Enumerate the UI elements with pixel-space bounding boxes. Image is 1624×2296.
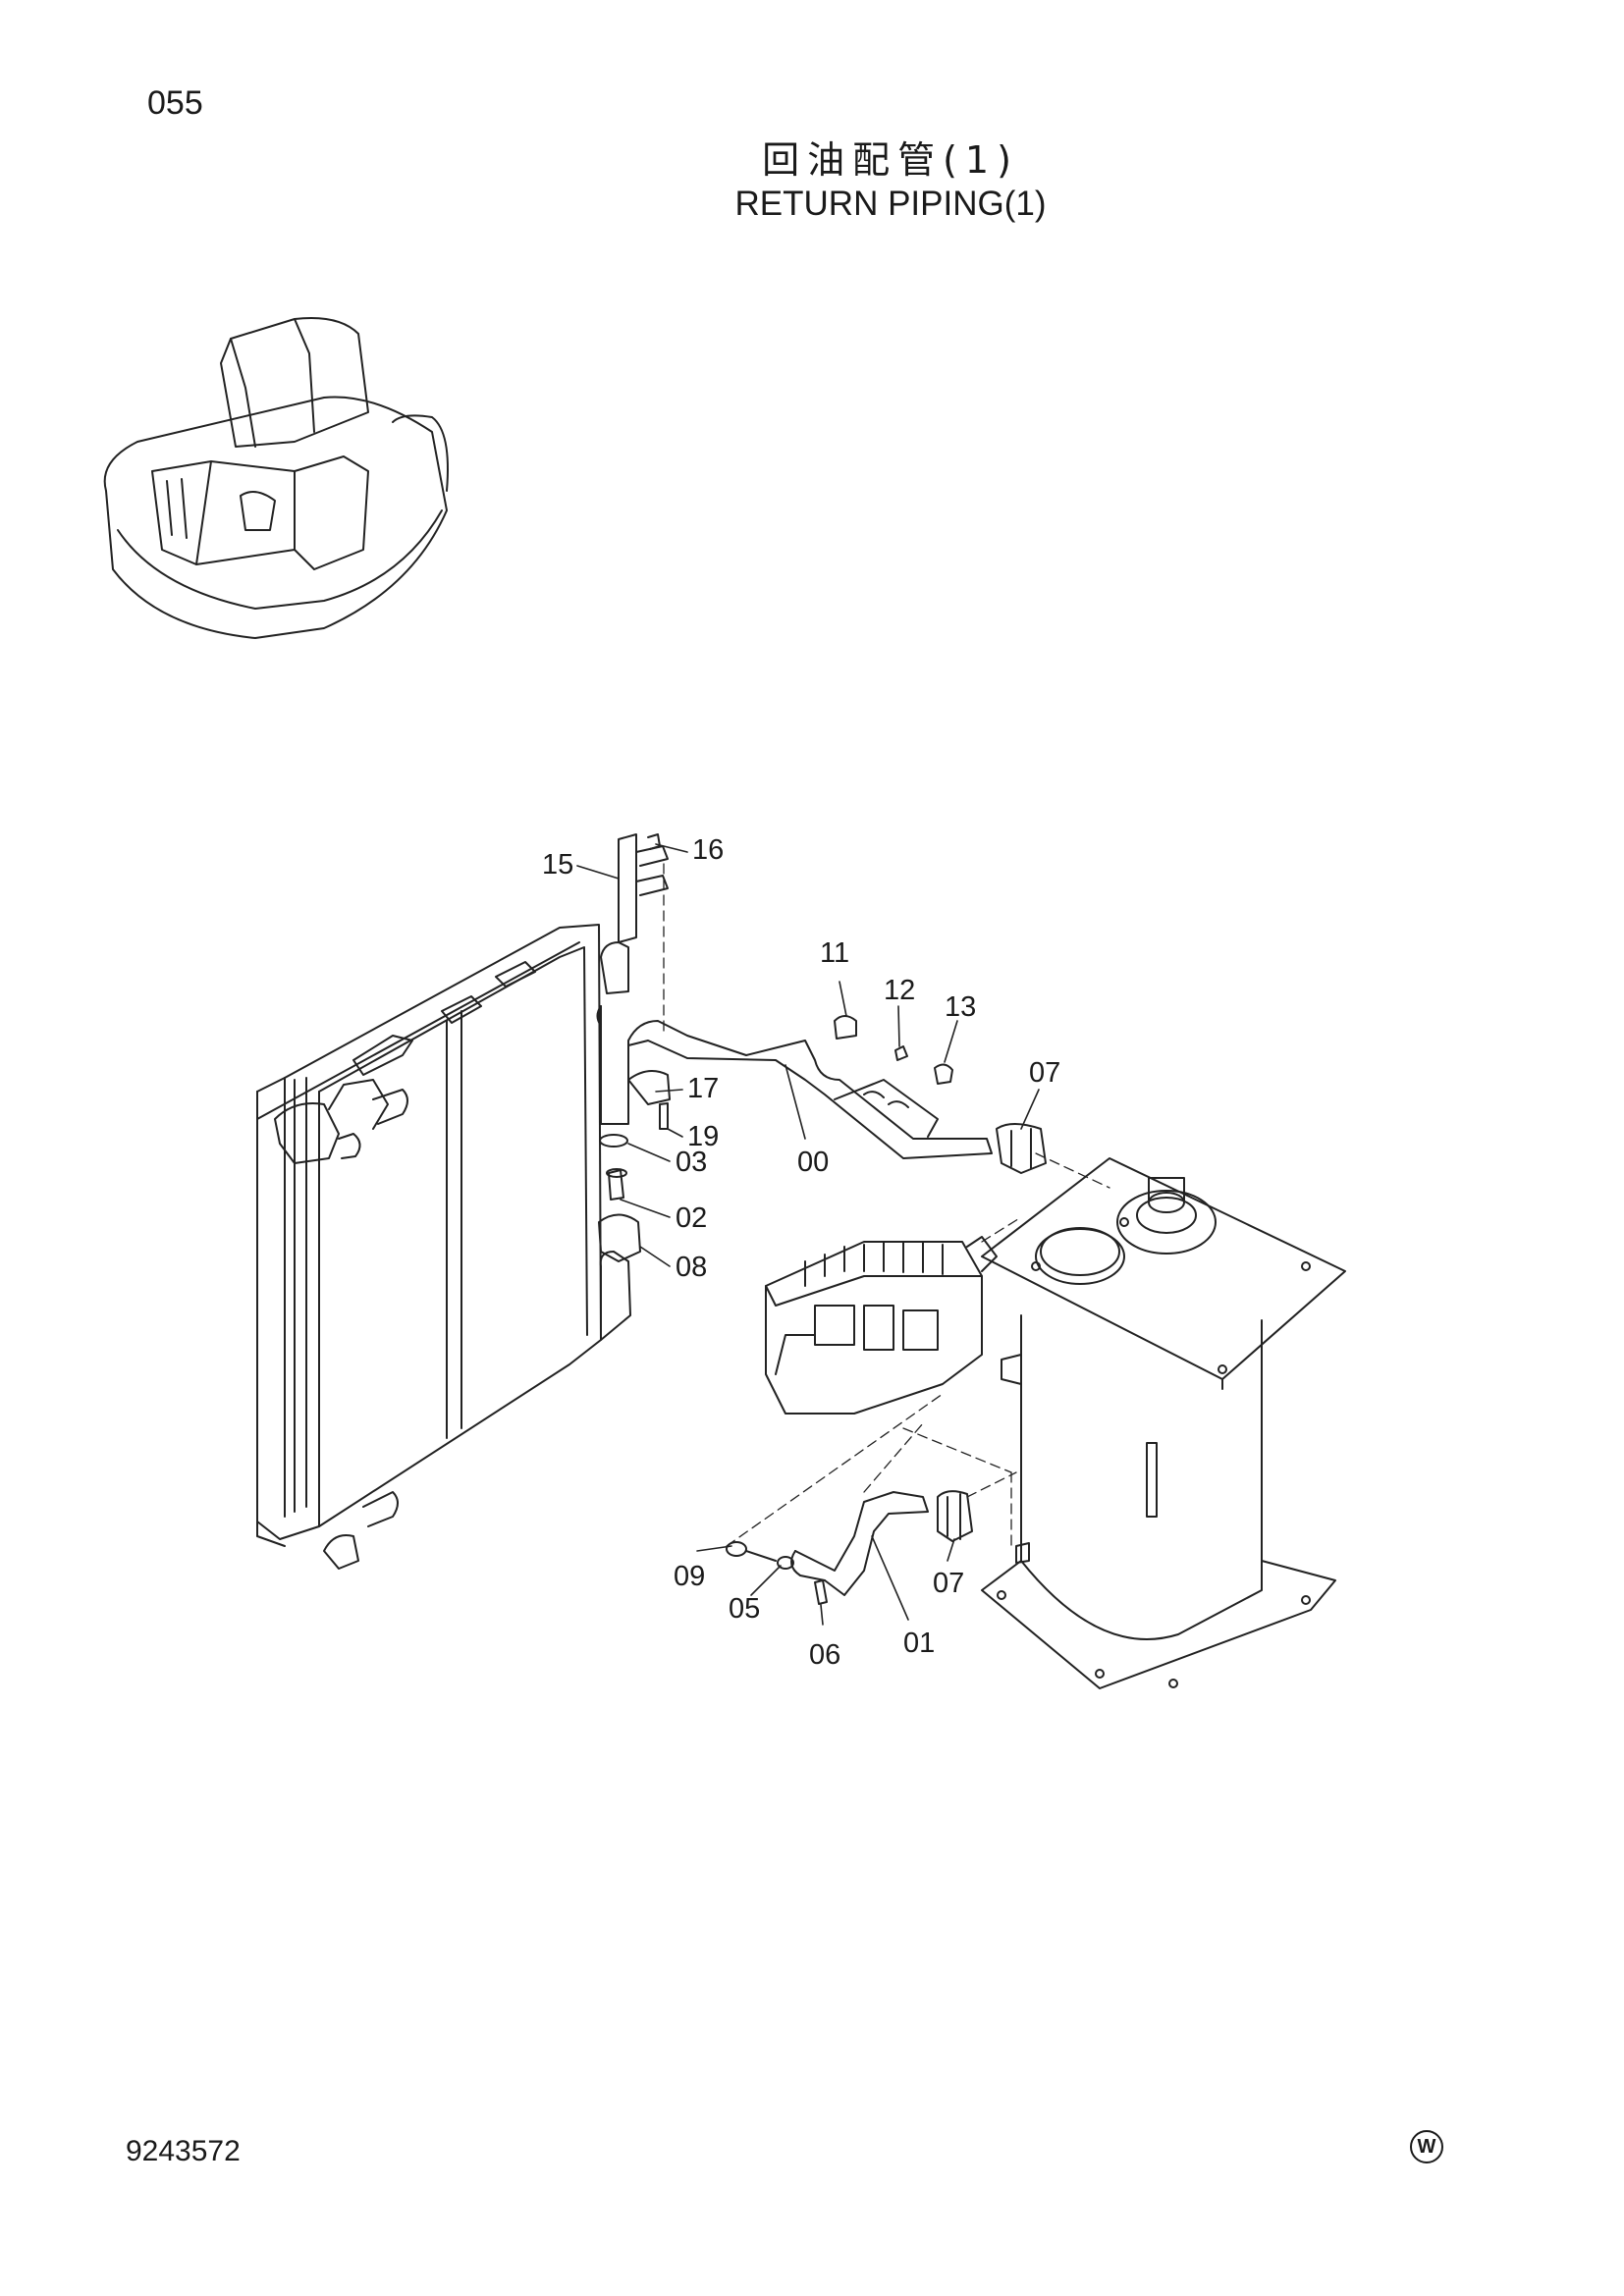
callout-07-upper: 07 [1029,1057,1060,1089]
page-title-chinese: 回油配管(1) [762,138,1019,182]
return-hose-illustration [596,941,1047,1174]
callout-labels: 15 16 11 12 13 07 17 19 03 00 02 08 09 0… [542,834,1060,1671]
callout-05: 05 [729,1593,760,1625]
callout-07-lower: 07 [933,1568,964,1599]
bracket-illustration [618,833,669,943]
callout-03: 03 [676,1147,707,1178]
radiator-illustration [256,924,602,1570]
control-valve-illustration [765,1236,998,1415]
circled-w-mark: W [1410,2130,1443,2163]
leader-lines [576,843,1040,1626]
machine-overview-illustration [103,317,449,639]
callout-12: 12 [884,975,915,1006]
document-number: 9243572 [126,2135,241,2167]
callout-02: 02 [676,1202,707,1234]
page-number: 055 [147,84,203,122]
callout-15: 15 [542,849,573,881]
assembly-dash-lines [663,863,1110,1552]
callout-13: 13 [945,991,976,1023]
callout-08: 08 [676,1252,707,1283]
page-title-english: RETURN PIPING(1) [734,185,1047,223]
callout-09: 09 [674,1561,705,1592]
return-pipe-lower-illustration [726,1490,973,1605]
callout-17: 17 [687,1073,719,1104]
callout-19: 19 [687,1121,719,1152]
callout-00: 00 [797,1147,829,1178]
callout-11: 11 [820,937,849,969]
callout-16: 16 [692,834,724,866]
hydraulic-tank-illustration [981,1157,1346,1689]
fittings-illustration [598,1015,953,1341]
callout-01: 01 [903,1628,935,1659]
callout-06: 06 [809,1639,840,1671]
